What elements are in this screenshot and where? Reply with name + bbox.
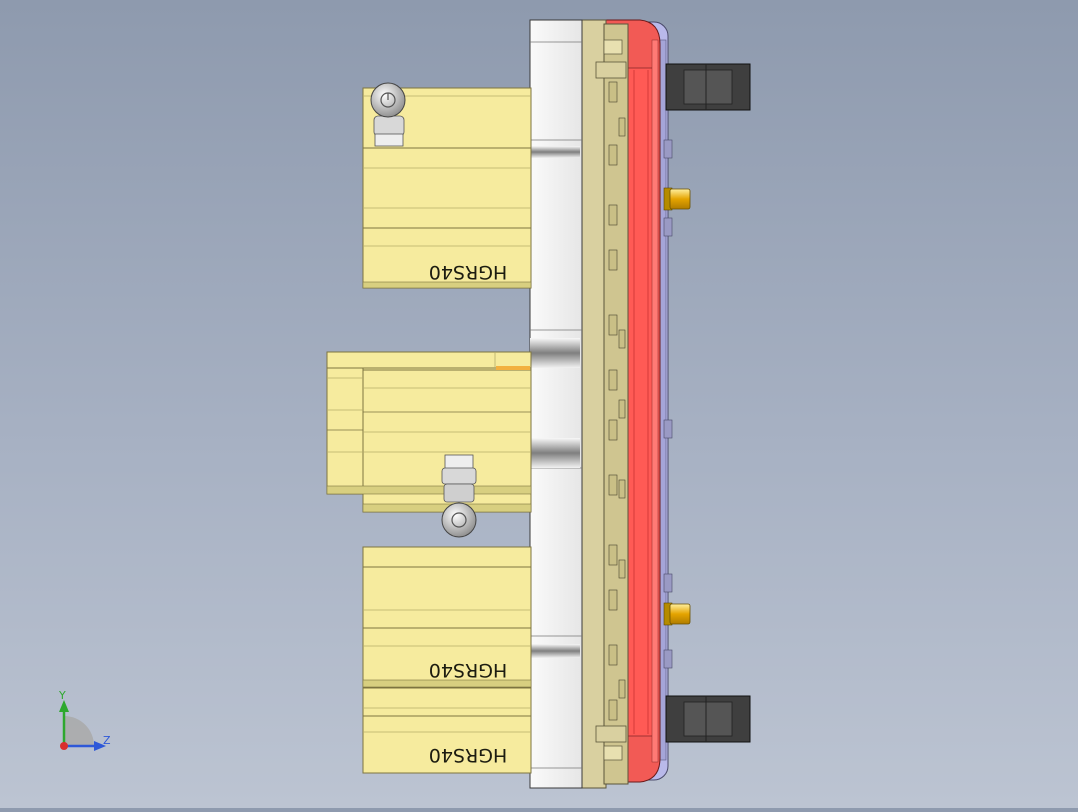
- rod-end-1: [530, 146, 580, 158]
- white-base-plate: [529, 19, 583, 789]
- rail-block-middle: [326, 351, 532, 513]
- grease-fitting-top: [370, 82, 406, 147]
- rail-label-2: HGRS40: [429, 659, 507, 681]
- gripper-bottom: [665, 695, 751, 743]
- rail-block-top: HGRS40: [362, 87, 532, 289]
- rod-end-3: [530, 438, 580, 468]
- tan-mount-plate: [579, 19, 629, 789]
- rod-end-2: [530, 338, 580, 368]
- z-axis-label: Z: [103, 734, 111, 747]
- gripper-top: [665, 63, 751, 111]
- rail-label-3: HGRS40: [429, 744, 507, 766]
- rod-end-4: [530, 644, 580, 658]
- x-axis-dot: [60, 742, 68, 750]
- rail-block-lower-a: HGRS40: [362, 546, 532, 688]
- locating-pin-bottom: [663, 602, 691, 626]
- rail-block-lower-b: HGRS40: [362, 687, 532, 774]
- view-triad[interactable]: Y Z: [58, 689, 111, 751]
- y-axis-label: Y: [58, 689, 66, 702]
- locating-pin-top: [663, 187, 691, 211]
- rail-label-1: HGRS40: [429, 261, 507, 283]
- grease-fitting-middle: [441, 454, 477, 538]
- lavender-screws: [663, 139, 673, 669]
